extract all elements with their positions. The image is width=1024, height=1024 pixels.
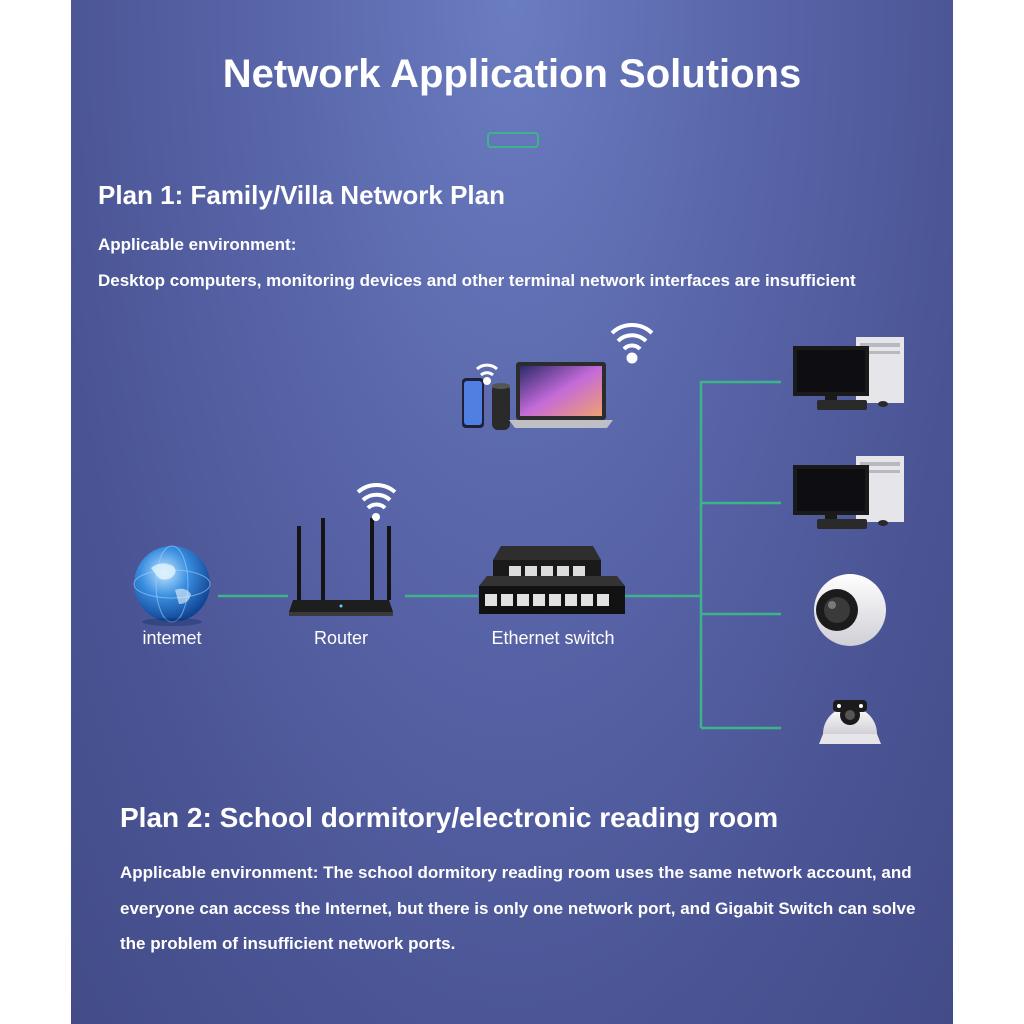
desktop-computer-icon [793, 456, 904, 529]
plan1-env-text: Desktop computers, monitoring devices an… [98, 271, 856, 290]
device-wifi-icon-small [476, 363, 498, 385]
info-panel: Network Application Solutions Plan 1: Fa… [71, 0, 953, 1024]
internet-label: intemet [142, 628, 202, 648]
panoramic-camera-icon [814, 574, 886, 646]
plan1-heading: Plan 1: Family/Villa Network Plan [98, 180, 505, 210]
switch-icon [479, 546, 625, 614]
plan2-env-text: Applicable environment: The school dormi… [120, 863, 916, 953]
device-wifi-icon [610, 323, 654, 364]
title-divider [487, 132, 539, 148]
page-title: Network Application Solutions [222, 52, 802, 96]
plan2-heading: Plan 2: School dormitory/electronic read… [120, 802, 779, 833]
switch-label: Ethernet switch [491, 628, 615, 648]
smartphone-icon [462, 378, 484, 428]
network-diagram [133, 323, 904, 744]
network-links [218, 380, 781, 730]
globe-icon [133, 545, 211, 626]
smart-speaker-icon [492, 383, 510, 430]
router-label: Router [313, 628, 369, 648]
dome-camera-icon [819, 700, 881, 744]
router-wifi-icon [356, 483, 397, 521]
desktop-computer-icon [793, 337, 904, 410]
plan1-env-label: Applicable environment: [98, 235, 297, 254]
laptop-icon [509, 362, 613, 428]
router-icon [289, 518, 393, 616]
